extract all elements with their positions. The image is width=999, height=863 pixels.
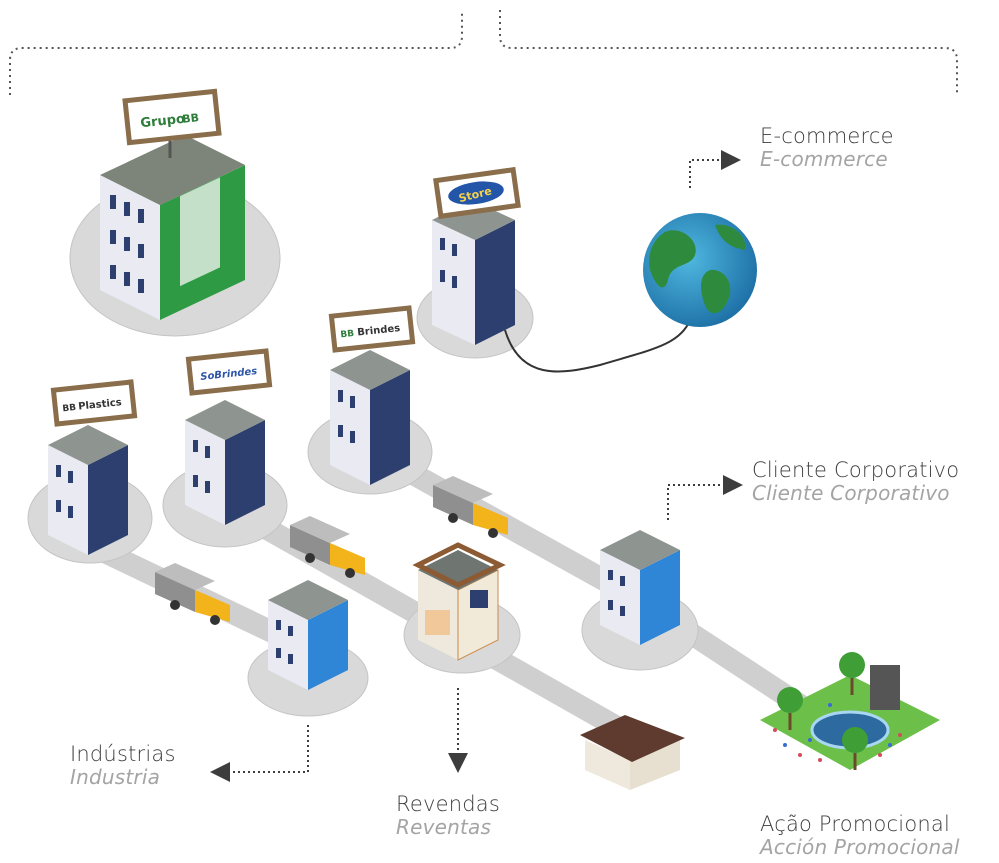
brindes-sign-text: Brindes [357,323,401,338]
label-ecommerce-sub: E-commerce [760,147,888,172]
label-revendas-main: Revendas [396,792,500,816]
label-corporativo: Cliente Corporativo Cliente Corporativo [752,458,959,505]
plastics-building: BB Plastics [48,379,138,555]
label-revendas: Revendas Reventas [396,792,500,839]
top-braces [9,10,958,95]
house-icon [580,715,685,790]
label-acao-sub: Acción Promocional [760,835,960,860]
label-ecommerce-main: E-commerce [760,124,894,148]
truck-icon [433,476,508,538]
brindes-sign-mark: BB [340,329,355,340]
truck-icon [290,516,365,578]
plastics-sign-mark: BB [62,403,77,414]
store-building: Store [432,166,691,373]
label-corporativo-main: Cliente Corporativo [752,458,960,482]
label-industrias-sub: Industria [70,765,161,790]
grupo-building: Grupo BB [100,88,245,320]
label-industrias: Indústrias Industria [70,742,176,789]
grupo-sign-mark: BB [182,111,200,126]
park-icon [760,652,940,770]
label-acao: Ação Promocional Acción Promocional [760,812,960,859]
grupo-sign-text: Grupo [140,112,186,132]
label-ecommerce: E-commerce E-commerce [760,124,894,171]
globe-icon [643,213,757,327]
plastics-sign-text: Plastics [78,397,123,412]
label-corporativo-sub: Cliente Corporativo [752,481,950,506]
label-industrias-main: Indústrias [70,742,176,766]
brindes-building: BB Brindes [328,305,416,485]
corporate-building [600,530,680,645]
label-revendas-sub: Reventas [396,815,492,840]
shop-building [412,542,506,661]
industry-building [268,580,348,690]
label-acao-main: Ação Promocional [760,812,950,836]
sobrindes-building: SoBrindes [185,348,273,525]
arrow-icon [210,150,743,782]
truck-icon [155,563,230,625]
